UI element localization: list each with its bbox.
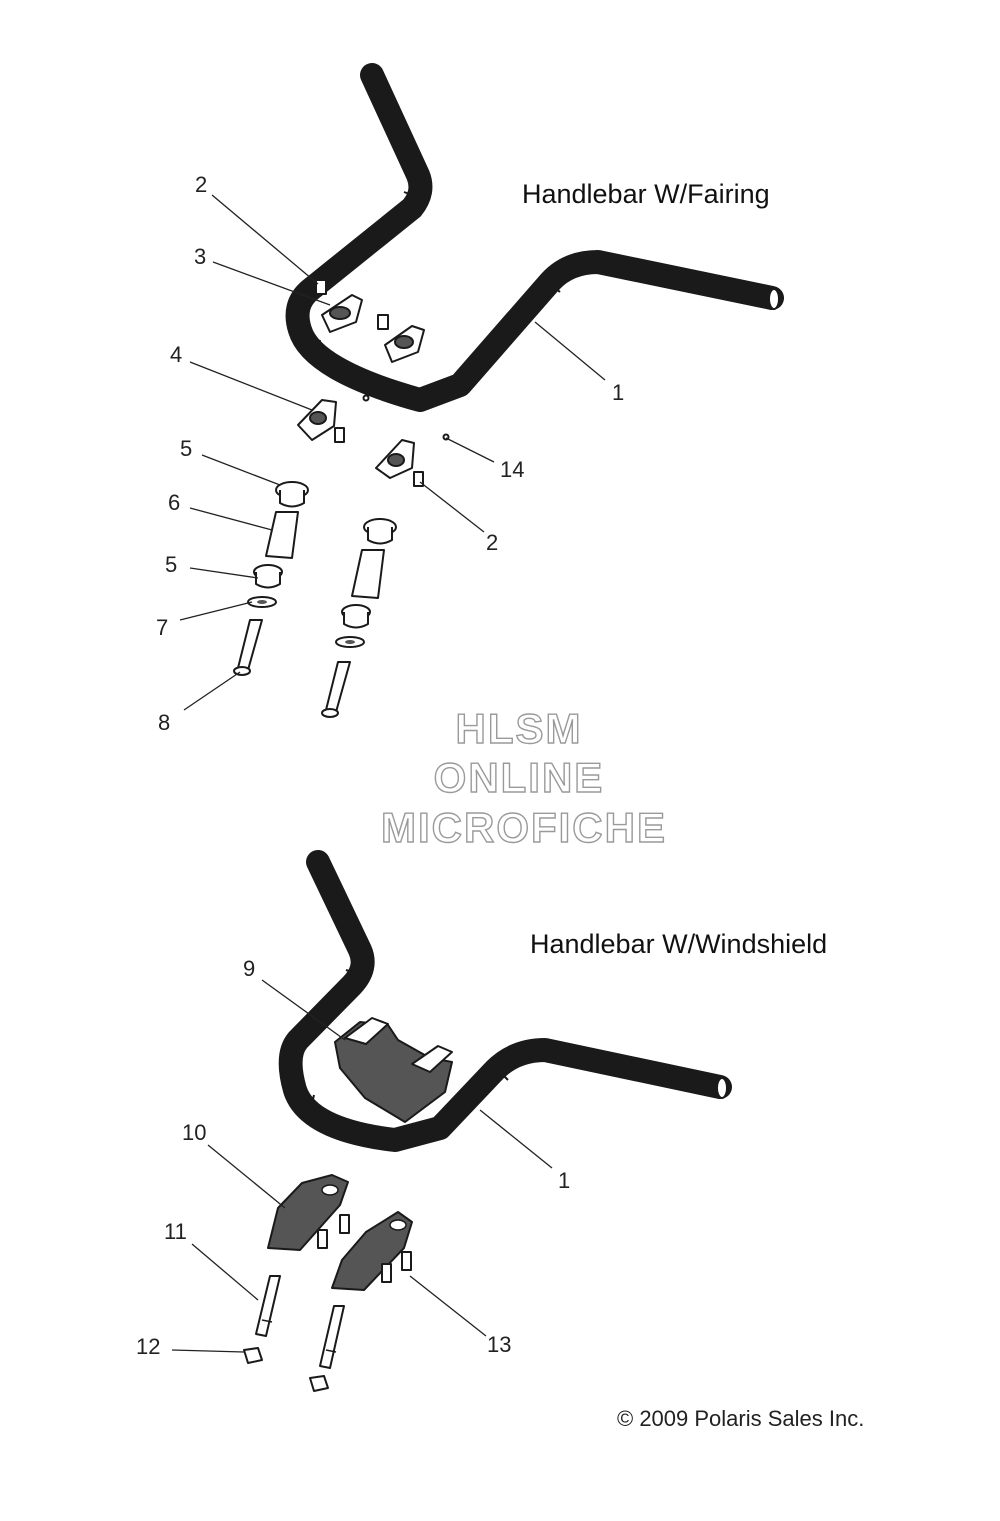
bolt-long-left	[233, 619, 263, 676]
bushing-upper-left	[275, 481, 309, 508]
washer-left	[247, 596, 277, 608]
callout-10: 10	[182, 1120, 206, 1145]
callout-labels: 2 3 4 1 5 14 6 2 5 7 8 9 1 10 11 12 13	[136, 172, 624, 1359]
watermark-line-1: HLSM	[456, 705, 583, 752]
callout-12: 12	[136, 1334, 160, 1359]
short-bolt-1	[317, 1229, 328, 1249]
stud-left	[255, 1275, 281, 1337]
nut-right	[309, 1375, 329, 1392]
handlebar-bottom	[278, 850, 732, 1152]
callout-14: 14	[500, 457, 524, 482]
leader-5-lower	[189, 567, 259, 579]
leader-7	[179, 601, 253, 621]
short-bolt-2	[339, 1214, 350, 1234]
callout-4: 4	[170, 342, 182, 367]
top-clamp-windshield	[334, 1017, 453, 1123]
riser-clamp-right	[375, 433, 450, 487]
watermark-line-2: ONLINE	[434, 754, 605, 801]
short-bolt-3	[381, 1263, 392, 1283]
copyright-notice: © 2009 Polaris Sales Inc.	[617, 1406, 864, 1431]
leader-5-top	[201, 454, 281, 486]
short-bolt-4	[401, 1251, 412, 1271]
callout-5-lower: 5	[165, 552, 177, 577]
leader-9	[261, 979, 346, 1041]
upper-clamp-right	[384, 325, 425, 363]
callout-7: 7	[156, 615, 168, 640]
bolt-long-right	[321, 661, 351, 718]
sleeve-right	[351, 549, 385, 599]
bushing-lower-right	[341, 604, 371, 629]
title-handlebar-fairing: Handlebar W/Fairing	[522, 179, 770, 209]
leader-12	[171, 1349, 245, 1353]
riser-clamp-left	[297, 394, 370, 443]
callout-11: 11	[164, 1219, 187, 1244]
leader-14	[445, 437, 495, 463]
upper-clamp-left	[321, 294, 363, 333]
callout-2-mid: 2	[486, 530, 498, 555]
callout-1-bottom: 1	[558, 1168, 570, 1193]
leader-2-top	[211, 194, 319, 285]
bushing-upper-right	[363, 518, 397, 545]
callout-8: 8	[158, 710, 170, 735]
riser-cover-left	[267, 1174, 349, 1251]
leader-6	[189, 507, 273, 531]
stud-right	[319, 1305, 345, 1369]
bolt-top-2	[377, 314, 389, 330]
bolt-top-1	[315, 279, 327, 295]
leader-3	[212, 261, 331, 306]
leader-1-bottom	[479, 1109, 553, 1169]
callout-9: 9	[243, 956, 255, 981]
handlebar-top	[285, 63, 784, 412]
riser-cover-right	[331, 1211, 413, 1291]
leader-2-mid	[419, 481, 485, 533]
callout-6: 6	[168, 490, 180, 515]
leader-1-top	[534, 321, 606, 381]
callout-2-top: 2	[195, 172, 207, 197]
leader-13	[409, 1275, 487, 1337]
title-handlebar-windshield: Handlebar W/Windshield	[530, 929, 827, 959]
bushing-lower-left	[253, 564, 283, 589]
callout-3: 3	[194, 244, 206, 269]
callout-5-top: 5	[180, 436, 192, 461]
callout-13: 13	[487, 1332, 511, 1357]
leader-4	[189, 361, 313, 411]
leader-10	[207, 1144, 286, 1209]
washer-right	[335, 636, 365, 648]
watermark-line-3: MICROFICHE	[381, 804, 667, 851]
leader-8	[183, 671, 241, 711]
callout-1-top: 1	[612, 380, 624, 405]
nut-left	[243, 1347, 263, 1364]
sleeve-left	[265, 511, 299, 559]
leader-11	[191, 1243, 259, 1301]
